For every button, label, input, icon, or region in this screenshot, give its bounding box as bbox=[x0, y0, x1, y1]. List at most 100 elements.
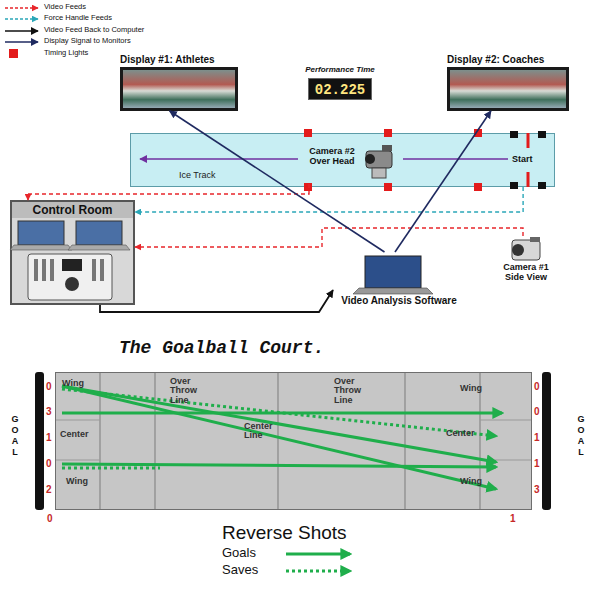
mixer-slider bbox=[100, 259, 104, 281]
room-title: Control Room bbox=[12, 202, 133, 218]
camera-label: Camera #1 Side View bbox=[496, 263, 556, 283]
software-label: Video Analysis Software bbox=[333, 295, 465, 306]
legend-text: Saves bbox=[222, 563, 258, 577]
start-gate bbox=[510, 131, 518, 138]
track-label: Ice Track bbox=[179, 171, 216, 181]
monitor-title: Display #1: Athletes bbox=[120, 54, 238, 65]
line-label: Over Throw Line bbox=[334, 377, 368, 405]
save-shot-line bbox=[62, 467, 160, 470]
court-line bbox=[154, 373, 155, 509]
court-line bbox=[480, 420, 531, 421]
video-mixer bbox=[28, 254, 112, 300]
zone-number: 1 bbox=[534, 458, 540, 469]
monitor: Display #1: Athletes bbox=[120, 54, 238, 111]
camera-grip bbox=[372, 168, 386, 178]
camera-label: Camera #2 Over Head bbox=[301, 147, 363, 167]
start-bar bbox=[527, 172, 530, 187]
save-shot-arrow bbox=[62, 389, 496, 436]
monitor-title: Display #2: Coaches bbox=[447, 54, 569, 65]
court-line bbox=[56, 420, 100, 421]
mixer-display bbox=[62, 259, 82, 271]
start-gate bbox=[538, 131, 546, 138]
laptop-screen bbox=[76, 221, 122, 245]
mixer-slider bbox=[92, 259, 96, 281]
legend-text: Timing Lights bbox=[44, 49, 88, 57]
timing-light bbox=[474, 183, 482, 191]
goal-shot-arrow bbox=[62, 412, 502, 415]
legend-text: Force Handle Feeds bbox=[44, 14, 112, 22]
laptop-screen bbox=[18, 221, 64, 245]
axis-number: 0 bbox=[47, 513, 53, 524]
legend-line-sample bbox=[286, 553, 350, 556]
mixer-slider bbox=[50, 259, 54, 281]
zone-label: Wing bbox=[460, 477, 482, 486]
monitor: Display #2: Coaches bbox=[447, 54, 569, 111]
track-direction-line bbox=[403, 158, 508, 160]
court-title: The Goalball Court. bbox=[119, 338, 324, 358]
camera-body bbox=[366, 151, 392, 168]
time-value: 02.225 bbox=[308, 78, 372, 100]
zone-number: 1 bbox=[46, 432, 52, 443]
timing-light bbox=[304, 183, 312, 191]
mixer-joystick bbox=[65, 277, 79, 291]
legend-text: Video Feed Back to Computer bbox=[44, 26, 144, 34]
axis-number: 1 bbox=[510, 513, 516, 524]
monitor-screen bbox=[447, 67, 569, 111]
zone-number: 2 bbox=[46, 484, 52, 495]
zone-number: 0 bbox=[534, 406, 540, 417]
signal-connector bbox=[28, 184, 309, 200]
zone-number: 3 bbox=[46, 406, 52, 417]
legend-text: Goals bbox=[222, 546, 256, 560]
court-line bbox=[404, 373, 405, 509]
timing-light bbox=[384, 183, 392, 191]
zone-label: Wing bbox=[62, 379, 84, 388]
goal-shot-arrow bbox=[62, 464, 496, 467]
court-line bbox=[277, 373, 278, 509]
goal-bar: GOAL bbox=[35, 372, 44, 510]
legend-text: Display Signal to Monitors bbox=[44, 37, 131, 45]
mixer-slider bbox=[34, 259, 38, 281]
camera-body bbox=[512, 240, 540, 260]
ice-track: Ice Track Start Camera #2 Over Head bbox=[130, 133, 555, 187]
legend-line-sample bbox=[5, 7, 38, 8]
start-bar bbox=[527, 133, 530, 148]
line-label: Over Throw Line bbox=[170, 377, 204, 405]
mixer-slider bbox=[42, 259, 46, 281]
track-direction-arrow bbox=[140, 158, 298, 160]
camera-lens bbox=[365, 154, 375, 164]
zone-number: 0 bbox=[534, 381, 540, 392]
timer-display: Performance Time 02.225 bbox=[298, 66, 382, 102]
timer-title: Performance Time bbox=[298, 66, 382, 75]
zone-number: 0 bbox=[46, 458, 52, 469]
zone-number: 3 bbox=[534, 484, 540, 495]
laptop-base bbox=[68, 245, 130, 250]
zone-label: Wing bbox=[460, 384, 482, 393]
signal-connector bbox=[395, 111, 491, 252]
zone-number: 0 bbox=[46, 381, 52, 392]
start-label: Start bbox=[512, 155, 533, 165]
legend-line-sample bbox=[286, 570, 350, 573]
goal-shot-arrow bbox=[62, 386, 496, 489]
legend-line-sample bbox=[5, 18, 38, 19]
signal-connector bbox=[100, 290, 333, 312]
laptop-screen bbox=[365, 256, 421, 288]
signal-connector bbox=[135, 187, 523, 212]
legend-line-sample bbox=[5, 41, 38, 42]
signal-connector bbox=[135, 228, 523, 247]
court-line bbox=[56, 460, 100, 461]
goal-label: GOAL bbox=[571, 414, 585, 458]
monitor-screen bbox=[120, 67, 238, 111]
timing-light bbox=[384, 129, 392, 137]
goal-shot-arrow bbox=[62, 386, 496, 462]
zone-label: Wing bbox=[66, 477, 88, 486]
court-line bbox=[479, 373, 480, 509]
goal-bar: GOAL bbox=[542, 372, 551, 510]
zone-label: Center bbox=[60, 430, 89, 439]
legend-line-sample bbox=[5, 30, 38, 31]
camera-viewfinder bbox=[382, 145, 392, 151]
laptop-base bbox=[10, 245, 72, 250]
laptop-base bbox=[353, 288, 433, 294]
